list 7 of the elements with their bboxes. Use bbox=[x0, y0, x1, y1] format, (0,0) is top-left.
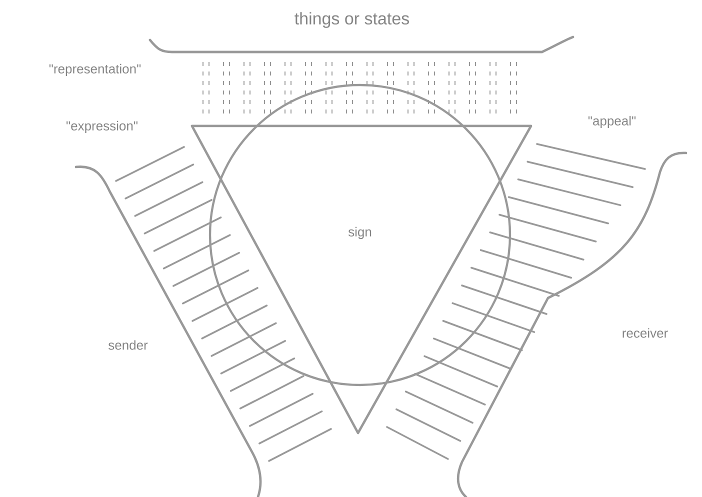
diagram-label: "representation" bbox=[49, 64, 141, 76]
diagram-label: sign bbox=[348, 226, 372, 240]
diagram-label: receiver bbox=[622, 328, 668, 338]
diagram-label: "appeal" bbox=[588, 116, 636, 128]
diagram-label: things or states bbox=[294, 12, 409, 28]
diagram-label: sender bbox=[108, 340, 148, 350]
diagram-label: "expression" bbox=[66, 120, 138, 134]
